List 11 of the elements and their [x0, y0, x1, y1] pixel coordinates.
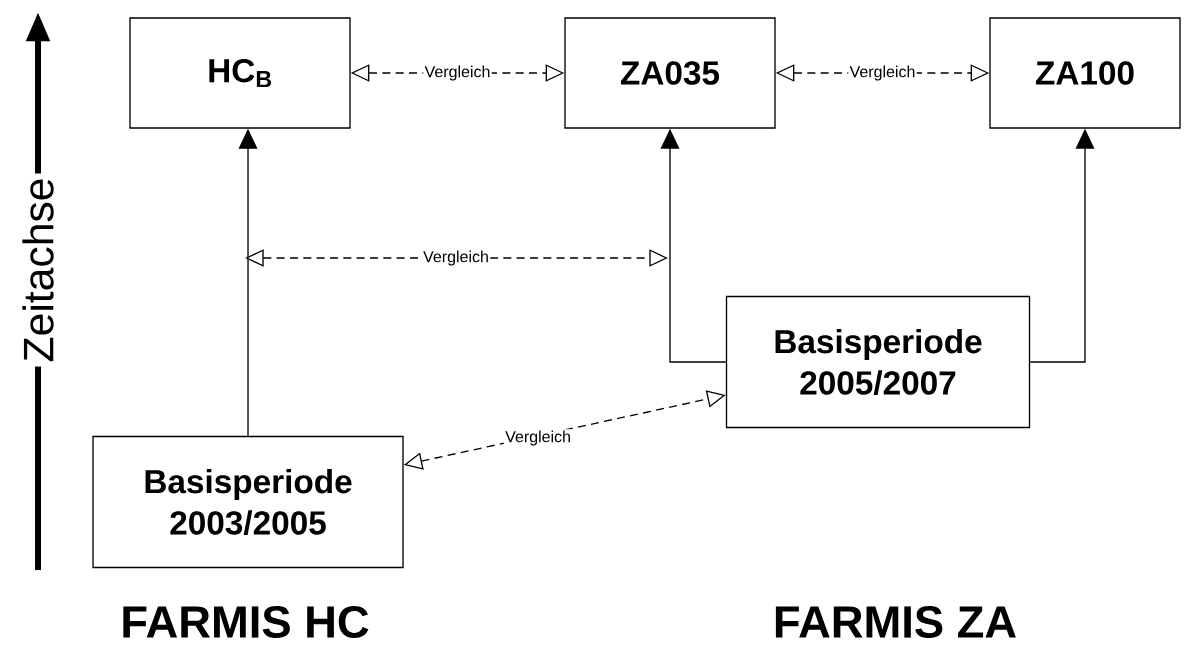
comparison-label: Vergleich — [421, 249, 491, 267]
edge-label: Vergleich — [849, 65, 915, 81]
box: Basisperiode 2005/2007 — [725, 295, 1031, 429]
edge-label: Vergleich — [505, 430, 570, 446]
edge-label: Vergleich — [424, 65, 490, 81]
box: ZA100 — [989, 17, 1181, 129]
box: HC$_{B}$ — [129, 17, 351, 129]
box: Basisperiode 2003/2005 — [92, 435, 404, 569]
axis-label: Zeitachse — [18, 173, 58, 367]
box: ZA035 — [564, 17, 776, 129]
column-heading: FARMIS ZA — [775, 605, 1016, 639]
